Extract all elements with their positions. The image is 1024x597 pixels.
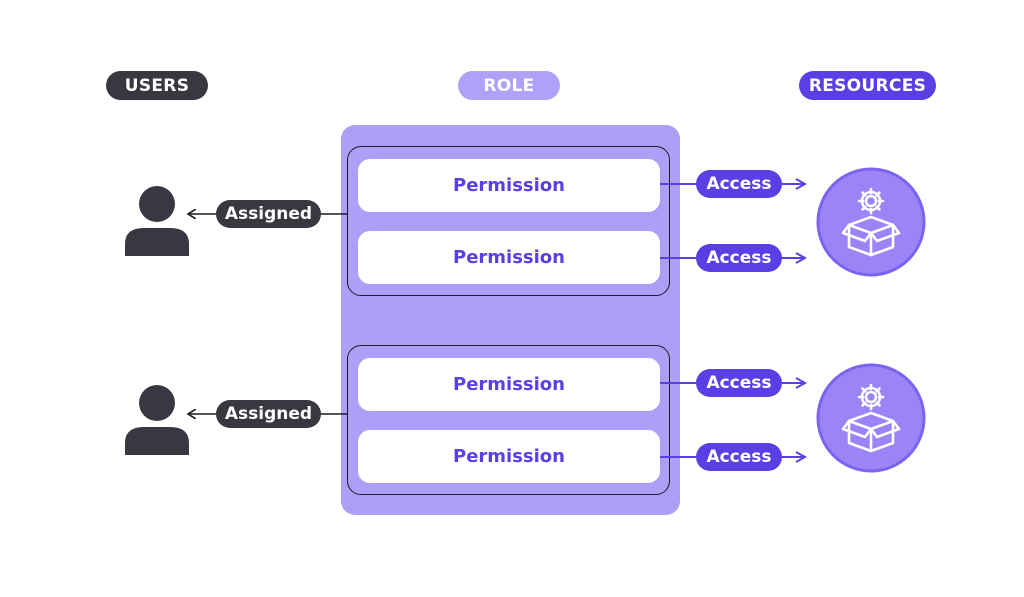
users-header: USERS: [106, 71, 208, 100]
resources-header: RESOURCES: [799, 71, 936, 100]
user-icon: [125, 385, 189, 455]
permission-box: Permission: [358, 358, 660, 411]
resource-icon: [816, 363, 926, 473]
role-header: ROLE: [458, 71, 560, 100]
permission-box: Permission: [358, 159, 660, 212]
assigned-label: Assigned: [216, 200, 321, 228]
user-icon: [125, 186, 189, 256]
permission-box: Permission: [358, 231, 660, 284]
permission-group-1: [347, 146, 670, 296]
access-label: Access: [696, 170, 782, 198]
assigned-label: Assigned: [216, 400, 321, 428]
access-label: Access: [696, 244, 782, 272]
permission-box: Permission: [358, 430, 660, 483]
permission-group-2: [347, 345, 670, 495]
access-label: Access: [696, 443, 782, 471]
resource-icon: [816, 167, 926, 277]
access-label: Access: [696, 369, 782, 397]
